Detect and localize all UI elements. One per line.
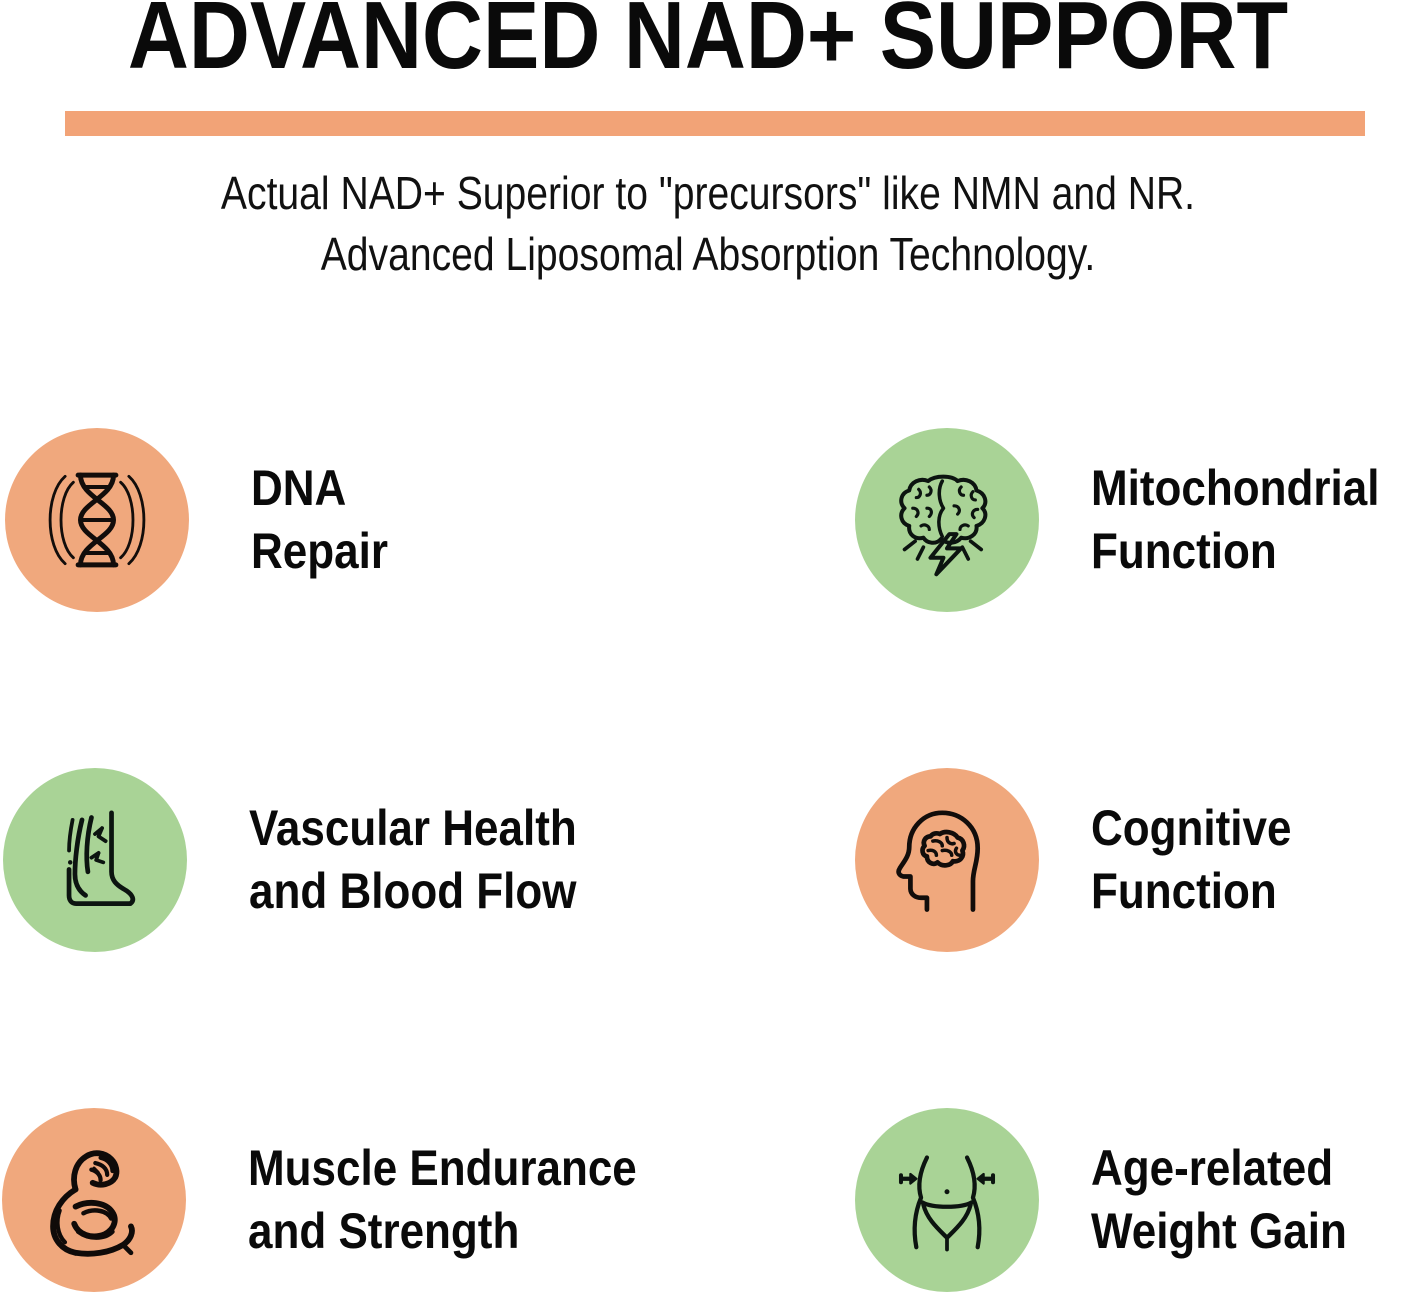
subtitle-text: Actual NAD+ Superior to "precursors" lik… [220,167,1196,281]
flexed-bicep-icon [50,1150,135,1257]
benefits-grid: DNA Repair [0,420,1416,1300]
benefit-label: Age-related Weight Gain [1091,1140,1347,1259]
title-divider [65,111,1365,136]
icon-circle-mitochondrial-function [855,428,1039,612]
benefit-label: Muscle Endurance and Strength [248,1140,637,1259]
leg-veins-icon [66,810,136,907]
icon-circle-dna-repair [5,428,189,612]
icon-circle-vascular-health [3,768,187,952]
icon-circle-weight-gain [855,1108,1039,1292]
icon-circle-muscle-endurance [2,1108,186,1292]
slim-waist-arrows-icon [898,1155,996,1252]
head-brain-profile-icon [896,810,981,912]
page-title: ADVANCED NAD+ SUPPORT [127,0,1289,89]
benefit-item-vascular-health: Vascular Health and Blood Flow [0,760,840,960]
benefit-item-mitochondrial-function: Mitochondrial Function [840,420,1416,620]
icon-circle-cognitive-function [855,768,1039,952]
brain-lightning-icon [899,474,988,577]
benefit-label: Mitochondrial Function [1091,460,1380,579]
benefit-label: Cognitive Function [1091,800,1292,919]
benefit-item-cognitive-function: Cognitive Function [840,760,1416,960]
benefit-label: Vascular Health and Blood Flow [249,800,577,919]
benefit-item-dna-repair: DNA Repair [0,420,840,620]
benefit-item-muscle-endurance: Muscle Endurance and Strength [0,1100,840,1300]
benefit-item-weight-gain: Age-related Weight Gain [840,1100,1416,1300]
dna-helix-icon [48,472,146,568]
benefit-label: DNA Repair [251,460,388,579]
